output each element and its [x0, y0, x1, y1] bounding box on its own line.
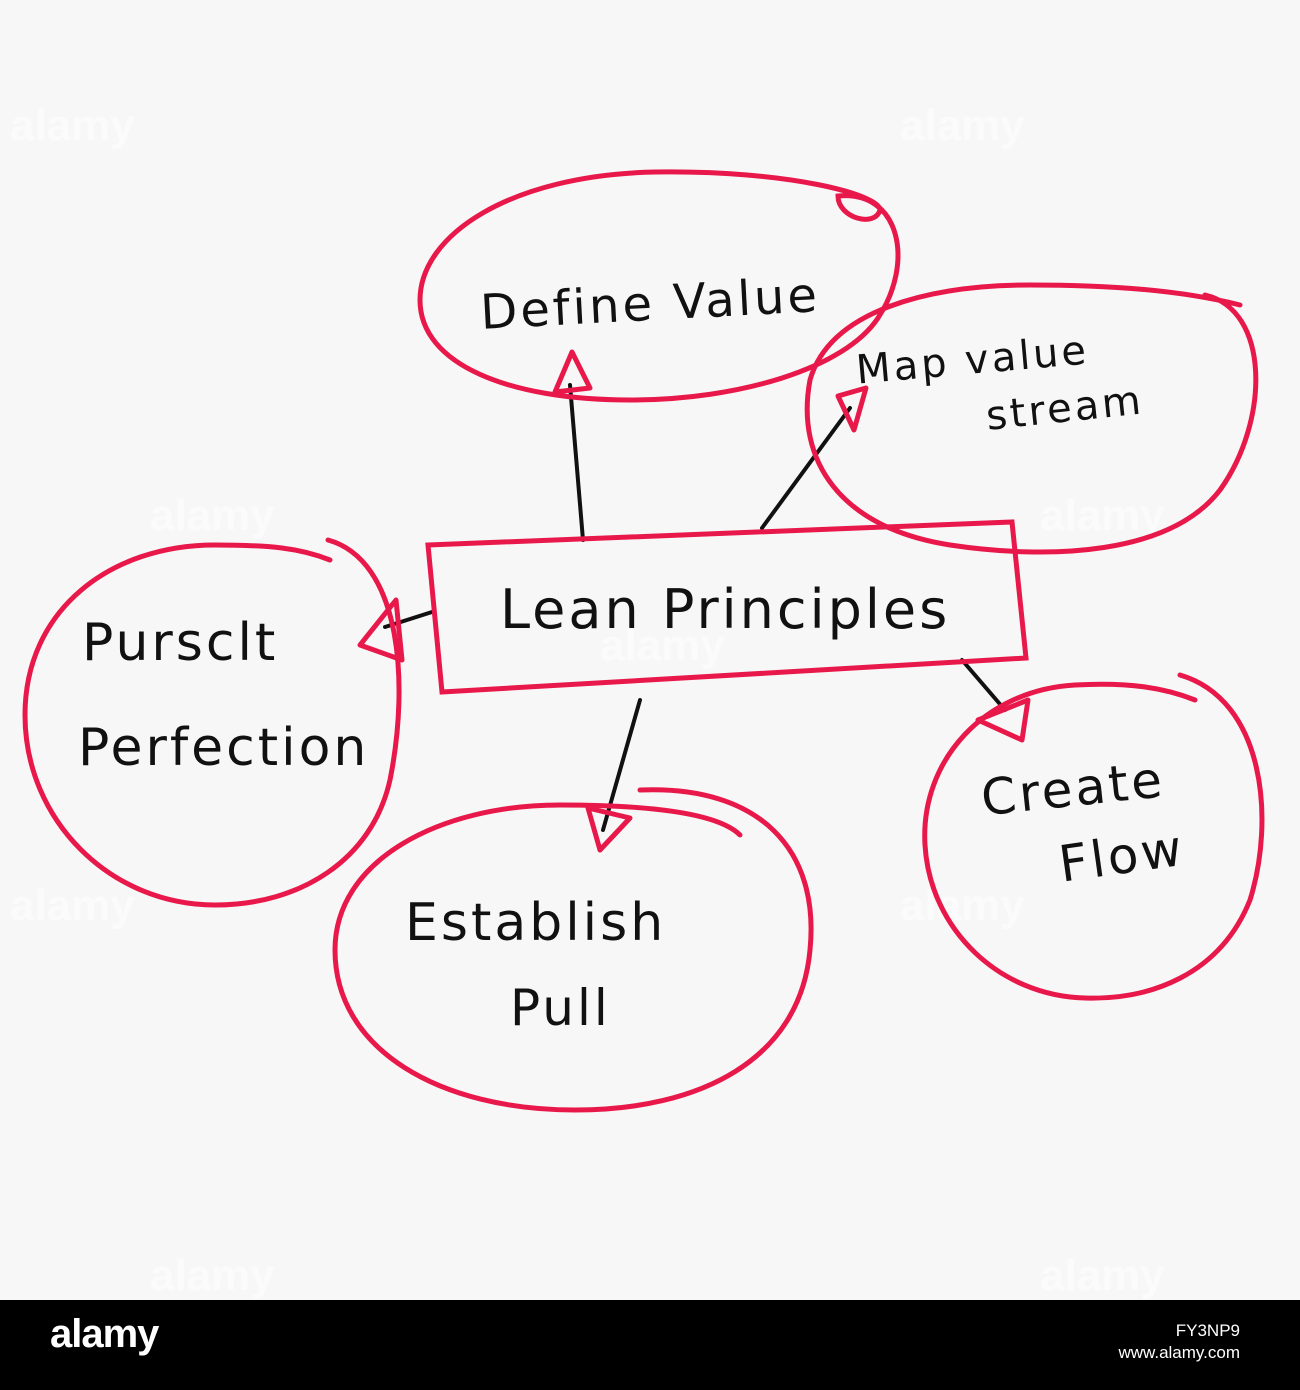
establish-pull-label-line1: Establish: [405, 893, 666, 953]
map-value-stream-label-line2: stream: [984, 377, 1146, 439]
alamy-logo: alamy: [50, 1312, 159, 1356]
watermark-text: alamy: [900, 881, 1025, 930]
image-id: FY3NP9: [1175, 1321, 1240, 1340]
arrow-head-define-value: [552, 349, 593, 395]
create-flow-circle: [922, 672, 1265, 1001]
define-value-label: Define Value: [479, 267, 821, 341]
watermark-text: alamy: [150, 491, 275, 540]
watermark-text: alamy: [10, 101, 135, 150]
site-url: www.alamy.com: [1118, 1343, 1240, 1362]
establish-pull-label-line2: Pull: [510, 979, 611, 1037]
arrow-head-create-flow: [975, 697, 1031, 743]
image-credit: FY3NP9 www.alamy.com: [1118, 1320, 1240, 1364]
arrow-line-define-value: [568, 383, 585, 542]
watermark-layer: alamy alamy alamy alamy alamy alamy alam…: [10, 101, 1165, 1300]
node-outlines: [22, 169, 1265, 1113]
watermark-text: alamy: [150, 1251, 275, 1300]
diagram-svg: alamy alamy alamy alamy alamy alamy alam…: [10, 101, 1265, 1300]
lean-principles-box-outline: [425, 519, 1029, 695]
arrow-line-create-flow: [960, 658, 1007, 712]
watermark-text: alamy: [900, 101, 1025, 150]
arrow-head-pursuit-perfection: [357, 597, 405, 663]
arrow-heads: [357, 349, 1031, 853]
watermark-text: alamy: [600, 621, 725, 670]
arrow-line-map-value-stream: [760, 406, 852, 530]
lean-principles-label: Lean Principles: [500, 578, 950, 641]
pursuit-perfection-circle: [22, 537, 402, 908]
arrow-head-map-value-stream: [835, 385, 869, 433]
arrow-head-establish-pull: [585, 805, 633, 853]
create-flow-label-line2: Flow: [1055, 819, 1188, 894]
define-value-ellipse: [417, 169, 901, 403]
pursuit-perfection-label-line2: Perfection: [78, 718, 369, 778]
create-flow-label-line1: Create: [978, 750, 1167, 827]
whiteboard-canvas: alamy alamy alamy alamy alamy alamy alam…: [10, 101, 1265, 1300]
stock-footer-bar: alamy FY3NP9 www.alamy.com: [0, 1300, 1300, 1390]
map-value-stream-ellipse: [804, 282, 1259, 555]
pursuit-perfection-label-line1: Pursclt: [82, 613, 278, 673]
watermark-text: alamy: [1040, 1251, 1165, 1300]
map-value-stream-label-line1: Map value: [854, 327, 1091, 393]
watermark-text: alamy: [10, 881, 135, 930]
establish-pull-ellipse: [332, 787, 814, 1113]
watermark-text: alamy: [1040, 491, 1165, 540]
